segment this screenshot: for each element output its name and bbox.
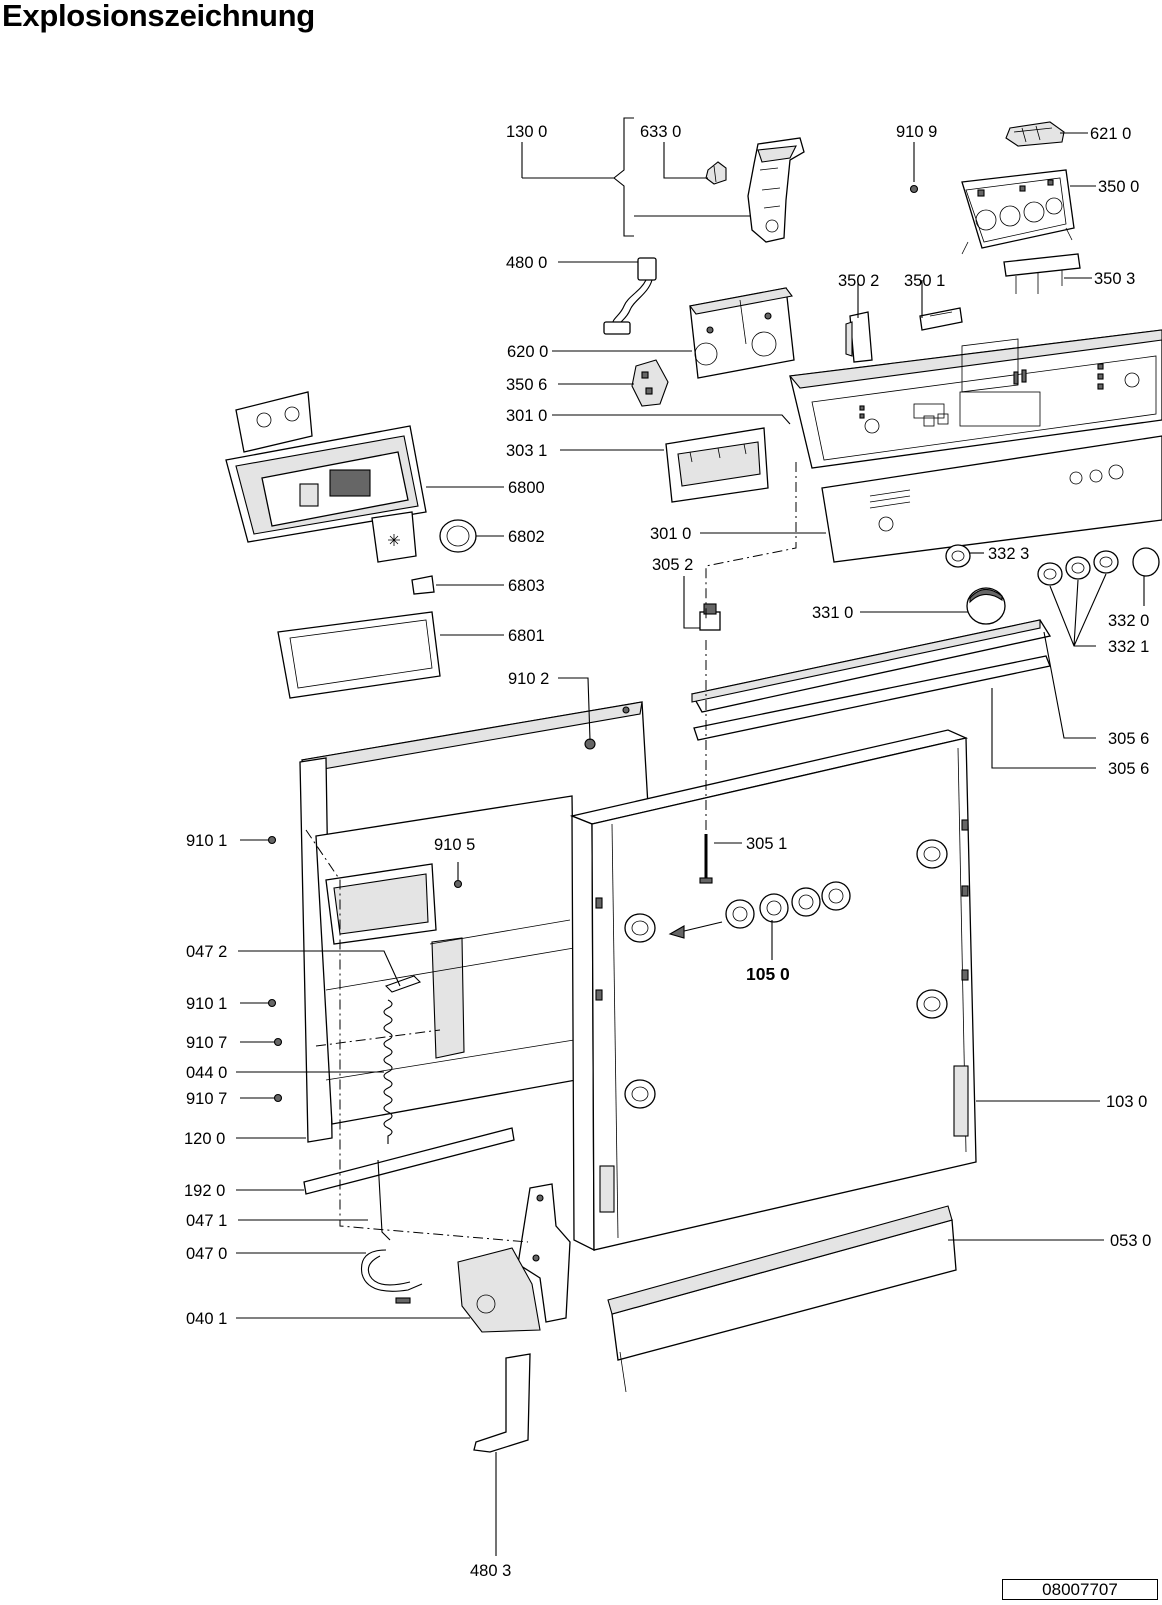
part-label: 192 0 (184, 1182, 225, 1200)
part-label: 633 0 (640, 123, 681, 141)
part-handle-303 (665, 427, 769, 503)
part-gasket-6801 (277, 611, 441, 699)
part-spacer-305-2 (699, 603, 721, 631)
part-drawings (225, 121, 1162, 1453)
part-label: 332 0 (1108, 612, 1149, 630)
part-label: 332 3 (988, 545, 1029, 563)
part-ring-6802 (439, 519, 477, 553)
part-label: 910 7 (186, 1090, 227, 1108)
part-screw-305-1 (699, 834, 713, 884)
part-module-350-6 (631, 359, 669, 407)
screw-910-1-upper (267, 835, 277, 845)
part-label: 6800 (508, 479, 545, 497)
part-label: 6803 (508, 577, 545, 595)
part-label: 047 1 (186, 1212, 227, 1230)
part-350-3 (1003, 253, 1081, 294)
part-label: 480 0 (506, 254, 547, 272)
part-label: 350 1 (904, 272, 945, 290)
part-label: 040 1 (186, 1310, 227, 1328)
screw-910-7-upper (273, 1037, 283, 1047)
part-fittings-105 (668, 881, 851, 939)
part-label: 910 5 (434, 836, 475, 854)
part-label: 301 0 (506, 407, 547, 425)
part-label: 621 0 (1090, 125, 1131, 143)
part-strip-192 (303, 1127, 515, 1195)
part-label: 620 0 (507, 343, 548, 361)
part-label: 305 6 (1108, 730, 1149, 748)
screw-910-5 (453, 879, 463, 889)
guide-line-screws (315, 1029, 441, 1047)
leader-lines (236, 117, 1145, 1556)
part-label: 910 7 (186, 1034, 227, 1052)
part-knob-331 (966, 587, 1006, 625)
part-label: 103 0 (1106, 1093, 1147, 1111)
screw-910-1-lower (267, 998, 277, 1008)
part-spring-044 (383, 999, 393, 1144)
part-cap-332-0 (1132, 547, 1160, 577)
part-knobs-332-1 (1037, 550, 1119, 586)
part-label: 130 0 (506, 123, 547, 141)
part-control-panel-301-upper (788, 329, 1162, 469)
part-hooks-047 (360, 1159, 423, 1304)
part-label: 910 2 (508, 670, 549, 688)
part-label: 910 1 (186, 832, 227, 850)
part-label: 350 6 (506, 376, 547, 394)
part-clip-633 (705, 161, 727, 185)
part-label: 350 3 (1094, 270, 1135, 288)
part-label: 910 9 (896, 123, 937, 141)
part-bracket-130 (747, 137, 805, 243)
part-label: 480 3 (470, 1562, 511, 1580)
part-module-620 (689, 287, 795, 379)
part-hinge-040 (457, 1183, 571, 1333)
part-label: 303 1 (506, 442, 547, 460)
part-label: 120 0 (184, 1130, 225, 1148)
part-outer-door-103 (569, 729, 977, 1252)
part-label: 6802 (508, 528, 545, 546)
part-label: 053 0 (1110, 1232, 1151, 1250)
part-front-panel-301-lower (821, 338, 1162, 563)
part-kickplate-053 (607, 1205, 957, 1393)
guide-line-panel (705, 462, 797, 620)
part-label: 910 1 (186, 995, 227, 1013)
part-label: 305 6 (1108, 760, 1149, 778)
part-bracket-621 (1005, 121, 1065, 147)
part-clip-6803 (411, 575, 435, 595)
document-number-box: 08007707 (1002, 1579, 1158, 1600)
screw-910-7-lower (273, 1093, 283, 1103)
part-label: 350 2 (838, 272, 879, 290)
part-label: 305 2 (652, 556, 693, 574)
part-bracket-480-3 (473, 1353, 531, 1453)
part-knob-332-3 (945, 544, 971, 568)
part-350-2 (845, 311, 873, 363)
part-label: 044 0 (186, 1064, 227, 1082)
part-label: 332 1 (1108, 638, 1149, 656)
part-label: 105 0 (746, 964, 790, 984)
page-title: Explosionszeichnung (2, 0, 315, 33)
part-cable-480-0 (603, 257, 657, 335)
part-label: 301 0 (650, 525, 691, 543)
part-number-labels: 130 0 633 0 910 9 621 0 350 0 480 0 350 … (184, 123, 1151, 1580)
part-label: 331 0 (812, 604, 853, 622)
guide-line-hinge (305, 829, 529, 1243)
part-hook-047-2 (384, 975, 422, 993)
screw-910-9 (909, 184, 919, 194)
part-inner-door-120 (299, 757, 577, 1143)
part-label: 350 0 (1098, 178, 1139, 196)
part-label: 047 0 (186, 1245, 227, 1263)
part-label: 6801 (508, 627, 545, 645)
part-label: 305 1 (746, 835, 787, 853)
part-dispenser-6800 (225, 391, 427, 563)
part-label: 047 2 (186, 943, 227, 961)
part-rails-305-6 (691, 619, 1052, 741)
part-350-1 (919, 307, 963, 331)
part-circuit-board-350-0 (961, 169, 1075, 255)
